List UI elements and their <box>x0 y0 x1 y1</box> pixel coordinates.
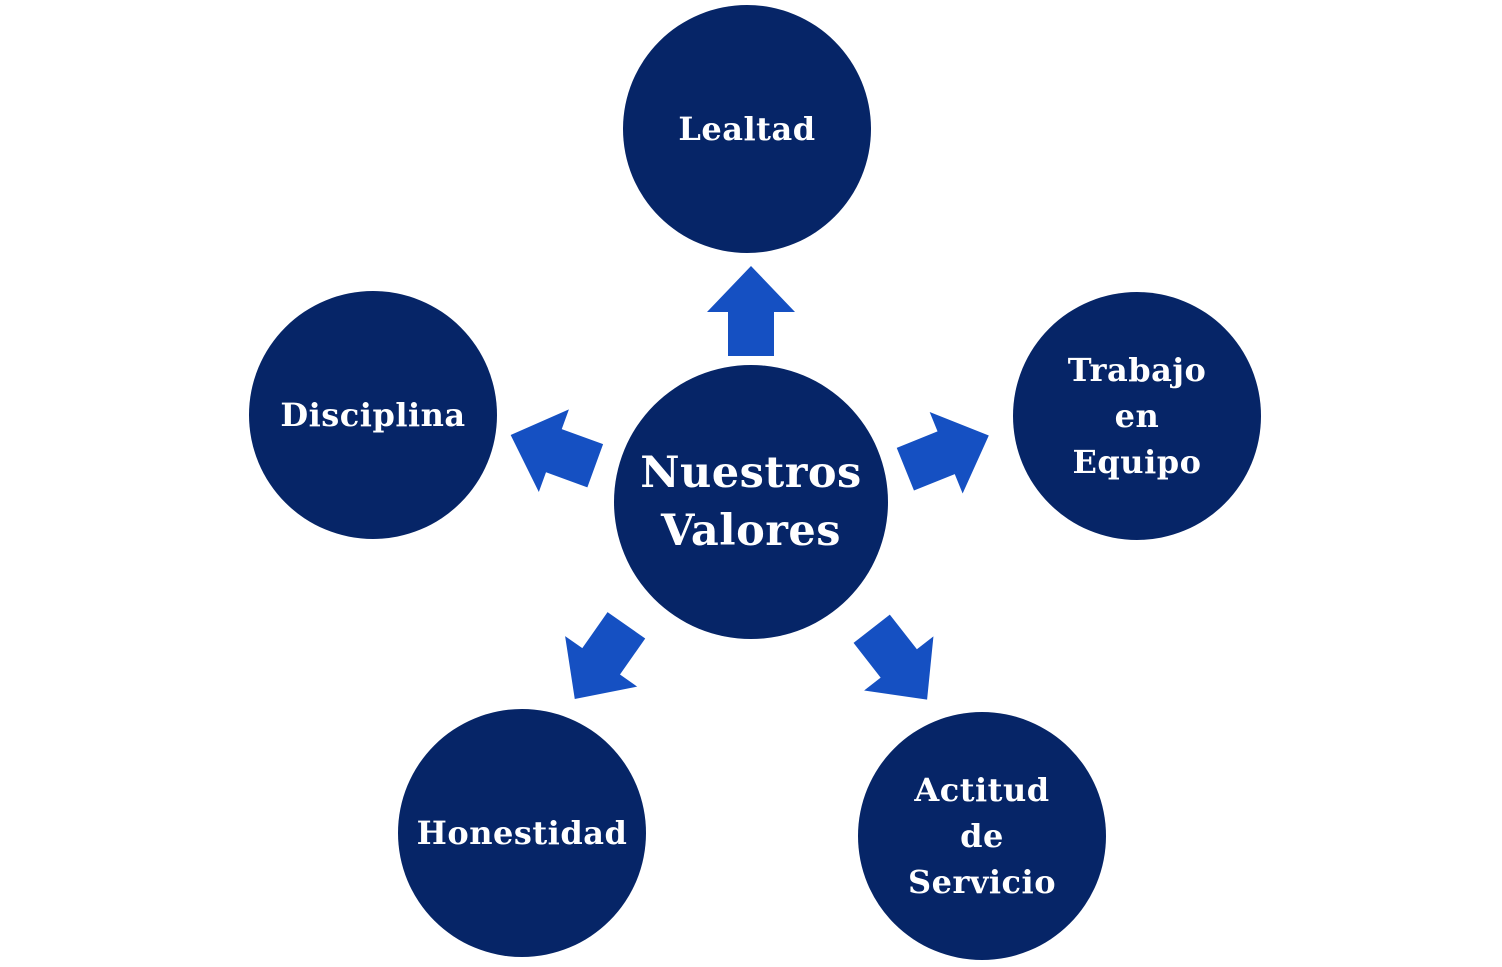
value-label-disciplina: Disciplina <box>280 396 466 434</box>
arrow-to-trabajo-en-equipo <box>896 411 989 494</box>
value-node-trabajo-en-equipo: Trabajo en Equipo <box>1013 292 1261 540</box>
value-node-disciplina: Disciplina <box>249 291 497 539</box>
center-node: Nuestros Valores <box>614 365 888 639</box>
center-label: Nuestros Valores <box>640 448 862 556</box>
arrow-to-disciplina <box>510 409 604 493</box>
value-label-trabajo-en-equipo: Trabajo en Equipo <box>1067 351 1207 481</box>
value-label-honestidad: Honestidad <box>416 814 628 852</box>
value-label-lealtad: Lealtad <box>678 110 816 148</box>
arrow-to-actitud-de-servicio <box>853 614 934 700</box>
value-node-actitud-de-servicio: Actitud de Servicio <box>858 712 1106 960</box>
value-node-honestidad: Honestidad <box>398 709 646 957</box>
arrow-to-honestidad <box>565 612 646 700</box>
value-node-lealtad: Lealtad <box>623 5 871 253</box>
arrow-to-lealtad <box>707 266 795 356</box>
value-label-actitud-de-servicio: Actitud de Servicio <box>907 771 1057 901</box>
